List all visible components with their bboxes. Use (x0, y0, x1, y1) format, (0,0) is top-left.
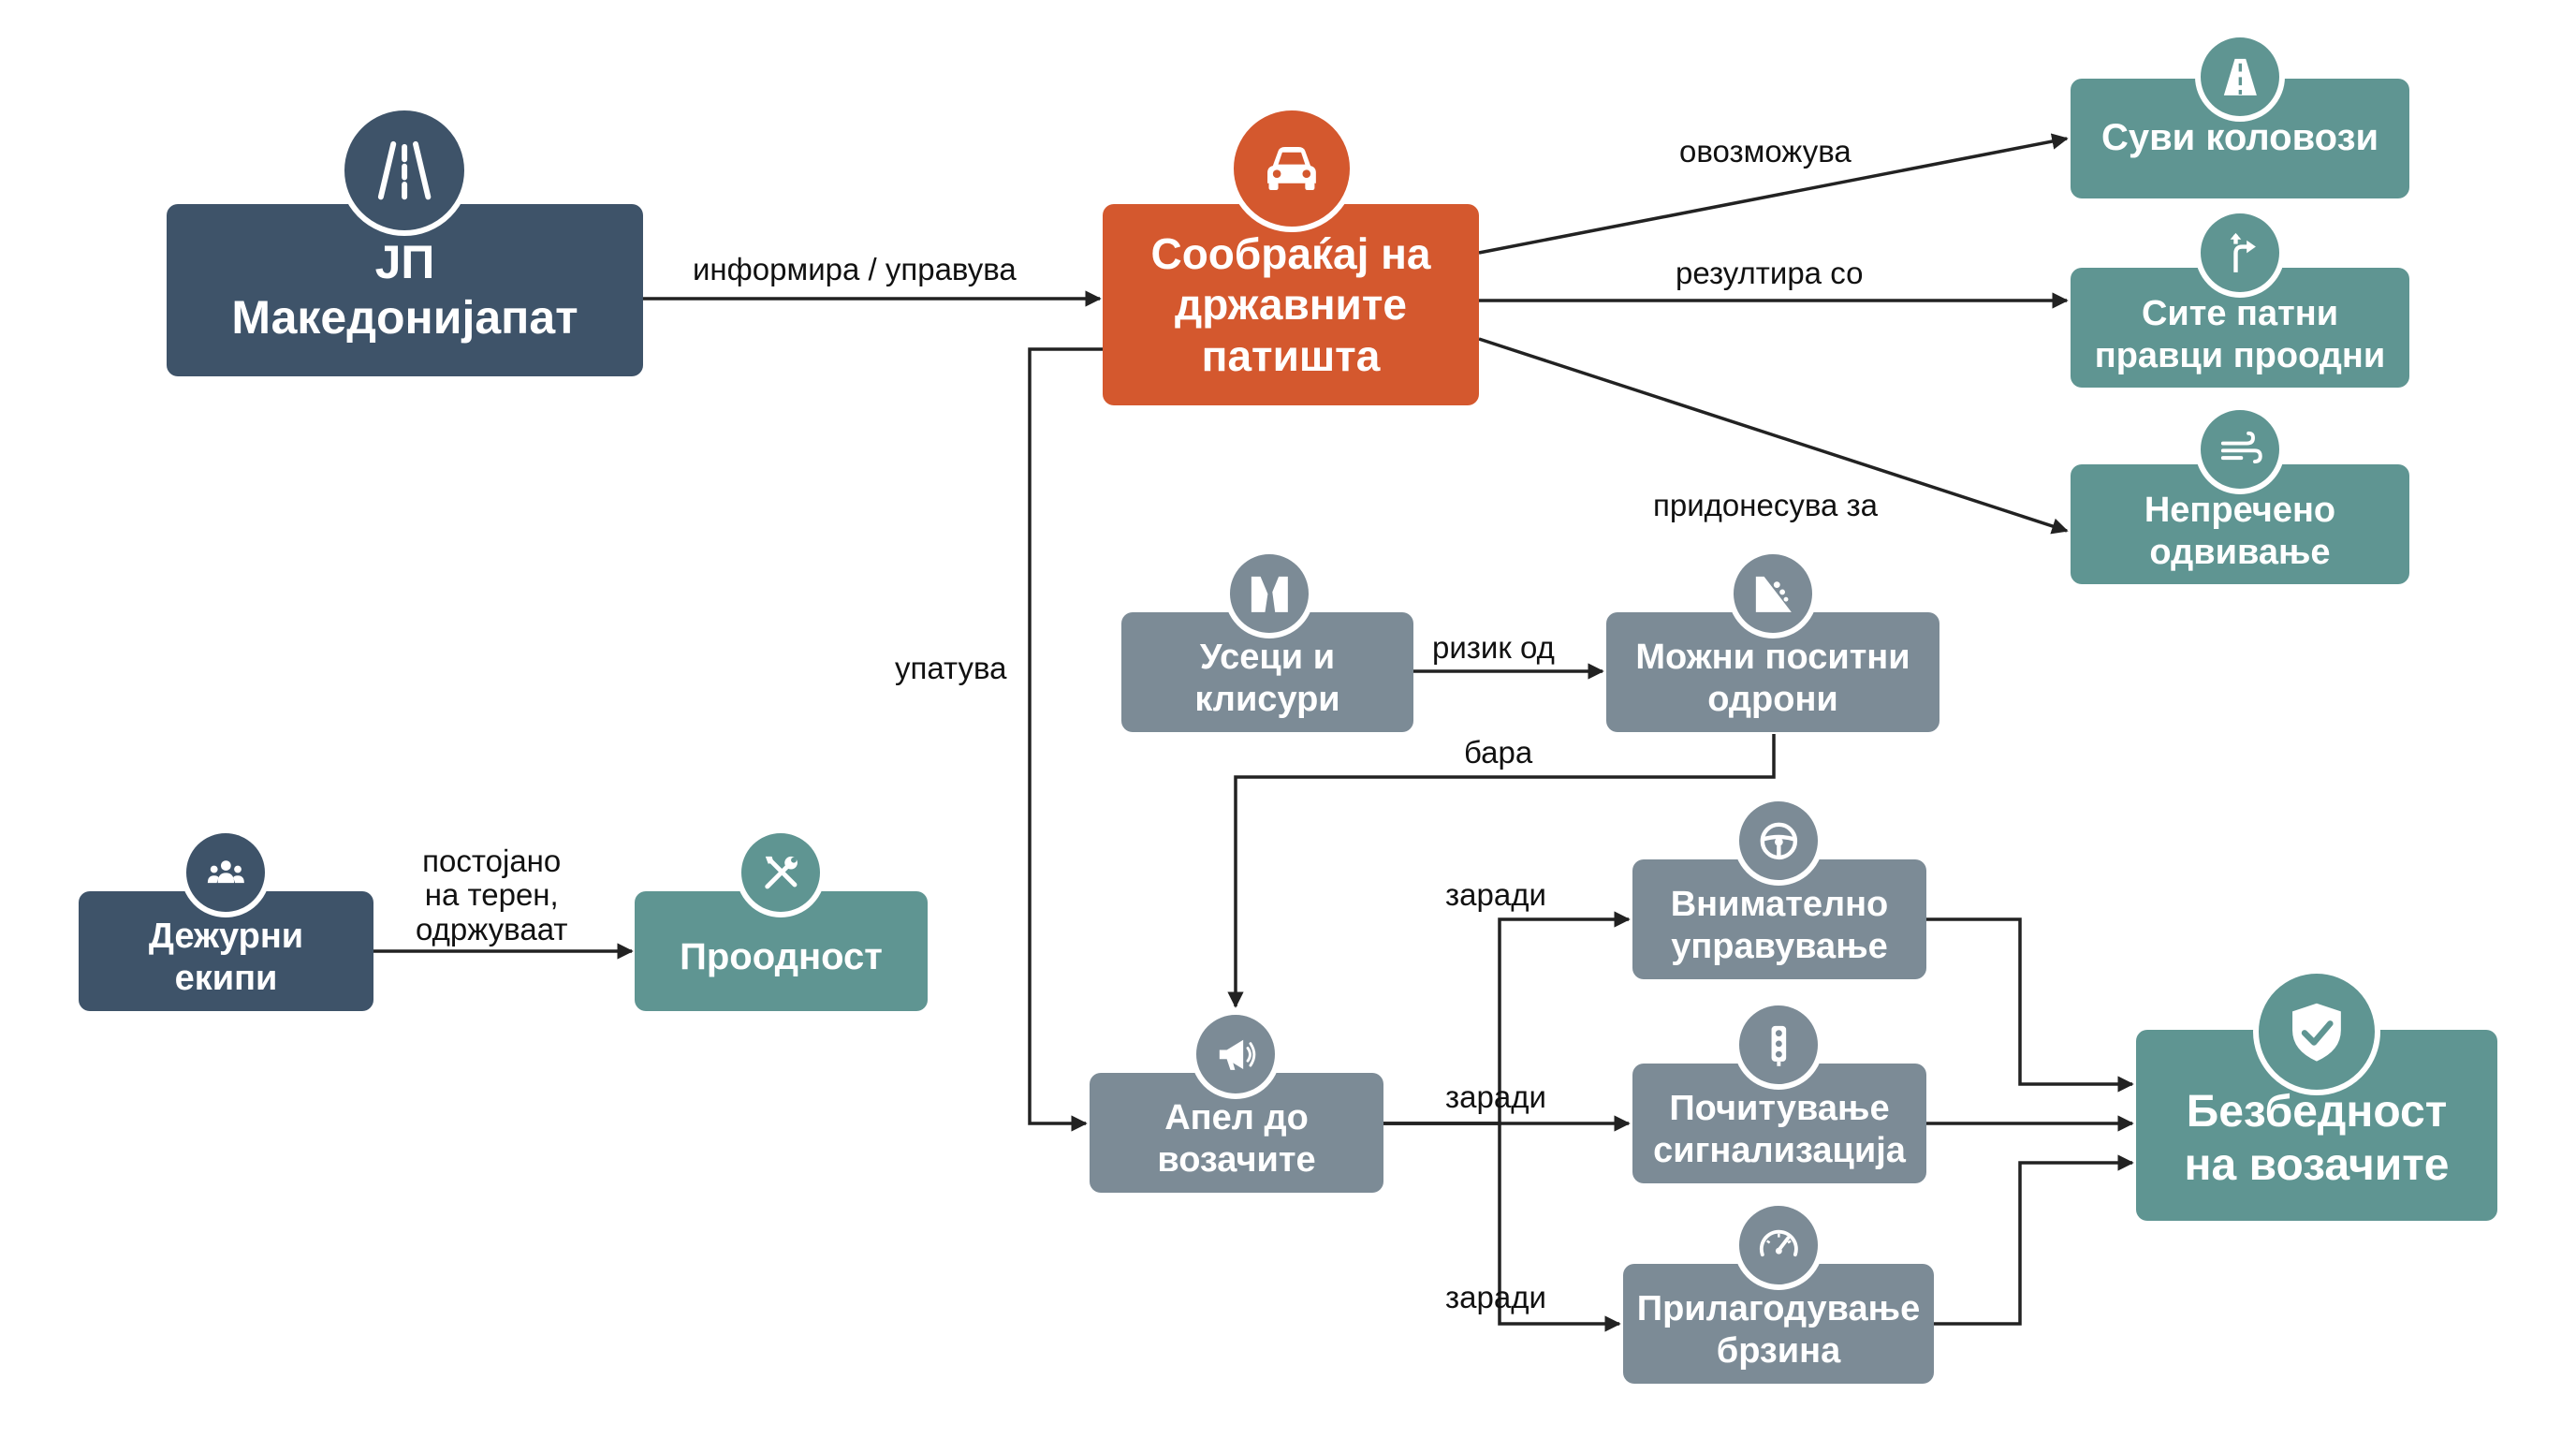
team-icon (181, 828, 271, 917)
node-jp-label: ЈП Македонијапат (231, 236, 578, 344)
node-signals-label: Почитување сигнализација (1653, 1089, 1906, 1170)
edge-label-because-2: заради (1445, 1079, 1546, 1114)
edge-traffic-to-unobstructed (1478, 337, 2069, 535)
edge-label-enables: овозможува (1679, 134, 1852, 169)
node-passability-label: Проодност (680, 936, 883, 978)
shield-check-icon (2253, 968, 2380, 1095)
road-icon (339, 105, 470, 236)
speedometer-icon (1734, 1200, 1823, 1290)
node-speed-label: Прилагодување брзина (1636, 1289, 1921, 1371)
edge-label-because-3: заради (1445, 1280, 1546, 1314)
node-rockfall-label: Можни поситни одрони (1635, 638, 1910, 719)
steering-wheel-icon (1734, 796, 1823, 886)
turn-right-arrow-icon (2195, 208, 2285, 298)
edge-label-constantly: постојано на терен, одржуваат (416, 844, 568, 946)
node-careful-label: Внимателно управување (1670, 885, 1889, 966)
edge-rockfall-to-appeal (1227, 734, 1776, 1008)
edge-appeal-to-speed (1383, 1122, 1621, 1332)
edge-traffic-to-dry (1478, 133, 2069, 255)
node-appeal-drivers: Апел до возачите (1090, 1073, 1383, 1193)
node-jp-makedonijapat: ЈП Македонијапат (167, 204, 643, 376)
edge-label-informs: информира / управува (693, 252, 1017, 286)
tools-icon (736, 828, 826, 917)
canyon-icon (1224, 549, 1314, 638)
edge-label-results: резултира со (1676, 256, 1864, 290)
node-traffic-state-roads: Сообраќај на државните патишта (1103, 204, 1479, 405)
edge-label-risk: ризик од (1432, 630, 1555, 665)
edge-speed-to-safety (1934, 1154, 2134, 1326)
node-crews-label: Дежурни екипи (148, 917, 304, 998)
edge-label-contributes: придонесува за (1653, 488, 1879, 522)
wind-icon (2195, 404, 2285, 494)
edge-traffic-to-appeal (1028, 347, 1103, 1132)
edge-careful-to-safety (1926, 917, 2134, 1093)
edge-label-directs: упатува (895, 651, 1007, 685)
node-cuts-label: Усеци и клисури (1194, 638, 1340, 719)
node-safety-label: Безбедност на возачите (2184, 1087, 2450, 1190)
car-icon (1228, 105, 1355, 232)
node-appeal-label: Апел до возачите (1157, 1098, 1316, 1180)
falling-rocks-icon (1728, 549, 1818, 638)
edge-label-because-1: заради (1445, 877, 1546, 912)
traffic-light-icon (1734, 1000, 1823, 1090)
node-passable-label: Сите патни правци проодни (2094, 294, 2386, 375)
edge-label-requires: бара (1464, 735, 1533, 770)
node-possible-rockfalls: Можни поситни одрони (1606, 612, 1939, 732)
node-traffic-label: Сообраќај на државните патишта (1150, 229, 1431, 380)
road-icon (2195, 32, 2285, 122)
node-dry-label: Суви коловози (2100, 117, 2379, 159)
megaphone-icon (1191, 1009, 1281, 1099)
node-all-roads-passable: Сите патни правци проодни (2071, 268, 2409, 388)
node-unobstructed-label: Непречено одвивање (2144, 491, 2336, 572)
